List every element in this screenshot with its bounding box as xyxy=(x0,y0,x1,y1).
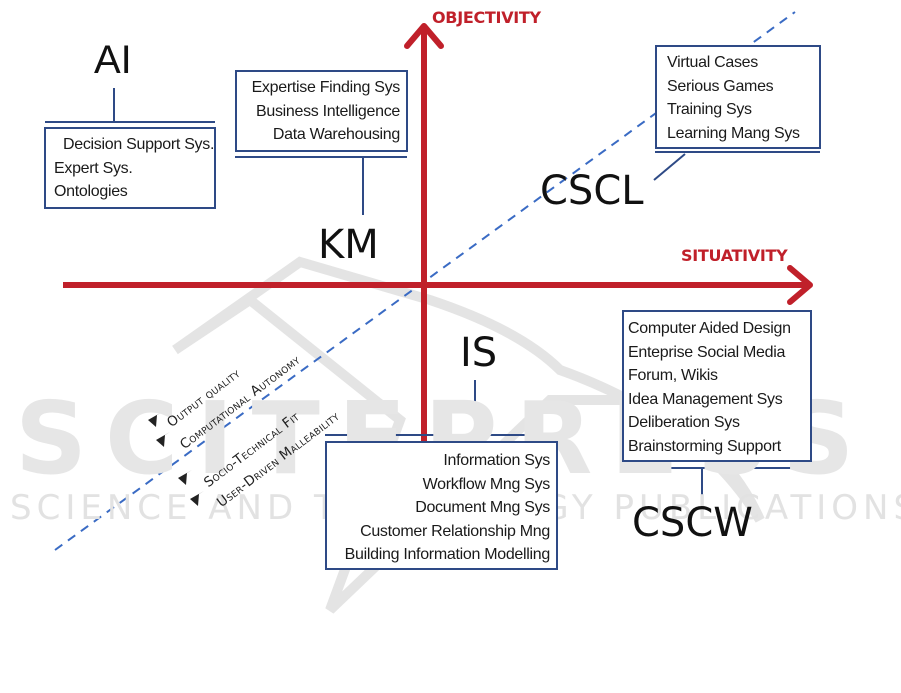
field-label-is: IS xyxy=(460,330,498,376)
ai-systems-box: Decision Support Sys. Expert Sys. Ontolo… xyxy=(44,127,216,209)
cscl-item: Training Sys xyxy=(667,101,752,118)
is-item: Building Information Modelling xyxy=(344,546,551,563)
cscw-item: Deliberation Sys xyxy=(628,414,740,431)
ai-item: Decision Support Sys. xyxy=(63,136,215,153)
arrow-icon-computational-autonomy xyxy=(156,432,170,447)
arrow-icon-socio-technical-fit xyxy=(178,470,192,485)
km-item: Data Warehousing xyxy=(272,126,400,143)
cscw-systems-box: Computer Aided Design Enteprise Social M… xyxy=(622,310,812,462)
field-label-cscl: CSCL xyxy=(540,168,644,214)
cscw-item: Idea Management Sys xyxy=(628,390,783,408)
arrow-icon-user-driven-malleability xyxy=(190,491,204,506)
cscl-item: Learning Mang Sys xyxy=(667,124,800,142)
situativity-axis-label: SITUATIVITY xyxy=(681,246,788,265)
cscl-systems-box: Virtual Cases Serious Games Training Sys… xyxy=(655,45,821,149)
is-systems-box: Information Sys Workflow Mng Sys Documen… xyxy=(325,441,558,570)
is-item: Customer Relationship Mng xyxy=(360,522,550,540)
cscl-item: Virtual Cases xyxy=(667,54,758,71)
km-systems-box: Expertise Finding Sys Business Intellige… xyxy=(235,70,408,152)
ai-item: Expert Sys. xyxy=(54,159,133,177)
objectivity-axis-label: OBJECTIVITY xyxy=(432,8,541,27)
situativity-arrowhead xyxy=(787,265,813,305)
field-label-cscw: CSCW xyxy=(632,500,753,546)
field-label-km: KM xyxy=(318,222,379,268)
cscw-item: Computer Aided Design xyxy=(628,320,791,337)
cscw-item: Forum, Wikis xyxy=(628,367,718,384)
criteria-arrow-icons xyxy=(148,412,204,506)
km-item: Business Intelligence xyxy=(255,102,400,120)
ai-item: Ontologies xyxy=(54,183,128,200)
cscw-item: Enteprise Social Media xyxy=(628,343,786,361)
cscw-item: Brainstorming Support xyxy=(628,437,781,455)
cscl-connector xyxy=(653,153,686,181)
objectivity-arrowhead xyxy=(404,23,444,49)
diagonal-dashed-line xyxy=(54,11,796,551)
cscl-item: Serious Games xyxy=(667,77,774,95)
is-item: Information Sys xyxy=(443,452,550,469)
km-item: Expertise Finding Sys xyxy=(251,79,401,96)
is-item: Document Mng Sys xyxy=(415,499,550,516)
arrow-icon-output-quality xyxy=(148,412,162,427)
field-label-ai: AI xyxy=(94,38,132,82)
is-item: Workflow Mng Sys xyxy=(422,475,551,493)
